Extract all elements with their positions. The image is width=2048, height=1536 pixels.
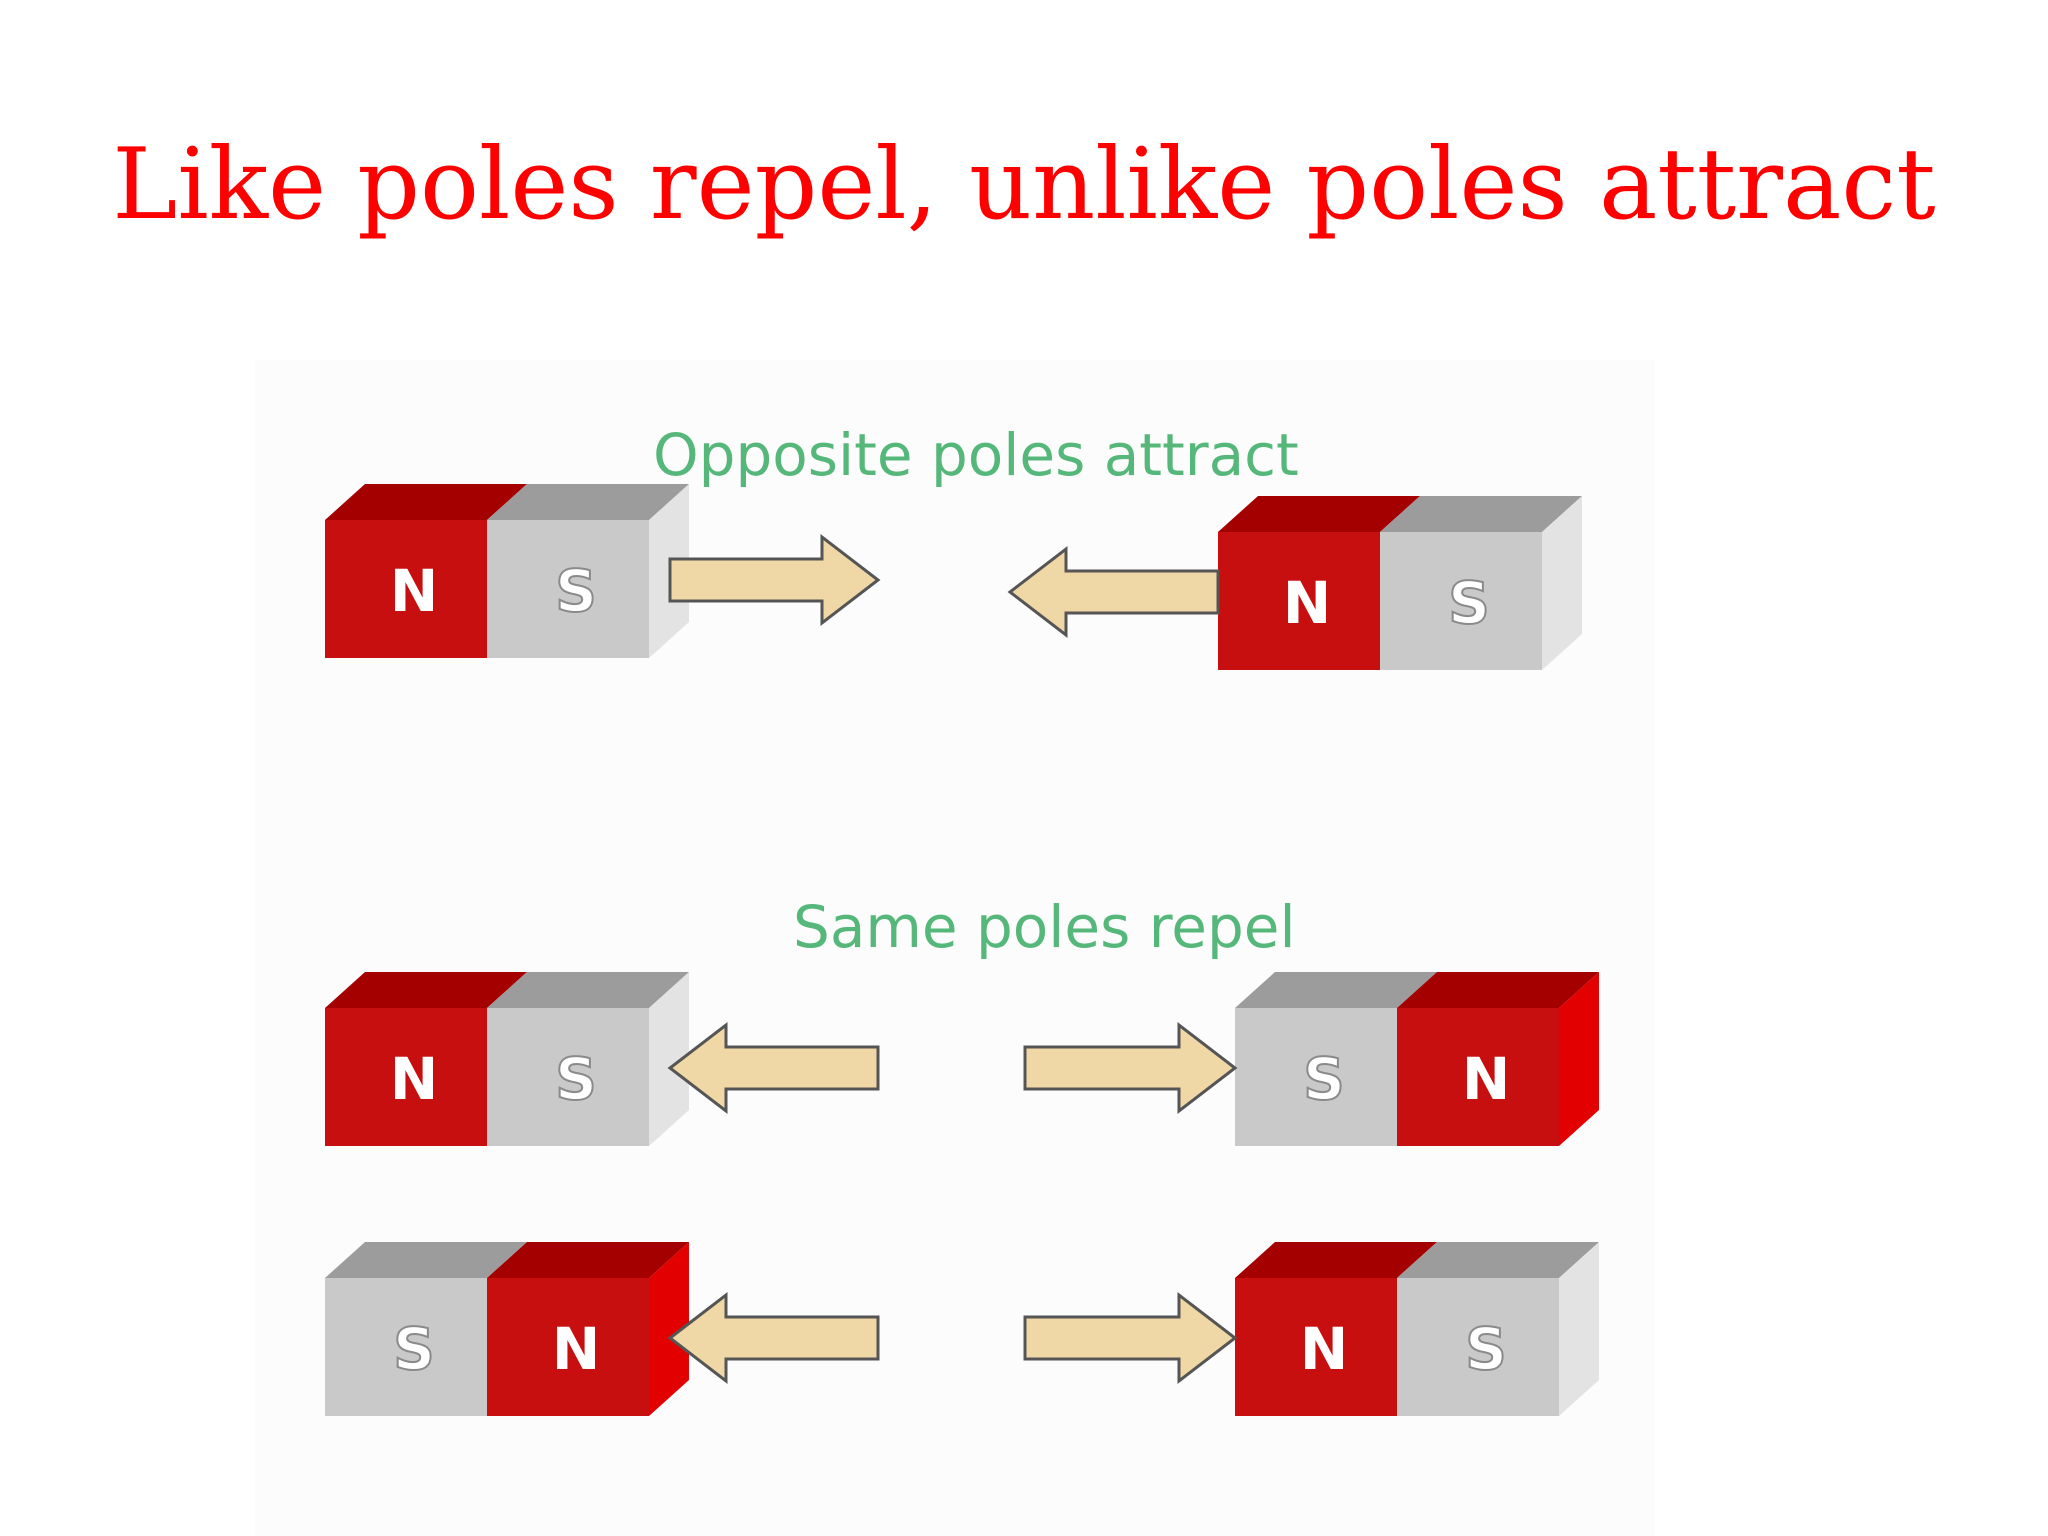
south-pole-face [487,520,649,658]
north-pole-top-face [325,972,527,1008]
north-pole-top-face [325,484,527,520]
south-pole-label: S [393,1315,435,1383]
heading-same-poles-repel: Same poles repel [793,893,1296,961]
south-pole-top-face [1397,1242,1599,1278]
force-arrow-right-1-0b [1023,1021,1238,1115]
magnet-side-face [649,972,689,1146]
south-pole-label: S [1465,1315,1507,1383]
north-pole-label: N [1462,1045,1511,1113]
north-pole-label: N [390,1045,439,1113]
north-pole-label: N [390,557,439,625]
force-arrow-right-1-1b [1023,1291,1238,1385]
heading-opposite-poles-attract: Opposite poles attract [653,421,1299,489]
south-pole-top-face [487,484,689,520]
north-pole-top-face [1218,496,1420,532]
south-pole-face [1380,532,1542,670]
south-pole-label: S [555,557,597,625]
north-pole-top-face [1397,972,1599,1008]
north-pole-label: N [1283,569,1332,637]
force-arrow-left-1-1 [667,1291,880,1385]
north-pole-top-face [1235,1242,1437,1278]
south-pole-face [325,1278,487,1416]
south-pole-face [487,1008,649,1146]
magnet-side-face [1559,1242,1599,1416]
south-pole-top-face [487,972,689,1008]
force-arrow-left-0-0b [1007,545,1220,639]
south-pole-face [1397,1278,1559,1416]
north-pole-top-face [487,1242,689,1278]
north-pole-label: N [1300,1315,1349,1383]
magnet-side-face [1542,496,1582,670]
north-pole-face [487,1278,649,1416]
north-pole-label: N [552,1315,601,1383]
north-pole-face [1218,532,1380,670]
south-pole-label: S [1448,569,1490,637]
magnet-side-face [1559,972,1599,1146]
page-title: Like poles repel, unlike poles attract [112,128,1936,242]
magnet-side-face [649,1242,689,1416]
force-arrow-right-0-0 [668,533,881,627]
south-pole-top-face [1380,496,1582,532]
north-pole-face [325,1008,487,1146]
south-pole-face [1235,1008,1397,1146]
north-pole-face [1397,1008,1559,1146]
south-pole-top-face [325,1242,527,1278]
force-arrow-left-1-0 [667,1021,880,1115]
north-pole-face [1235,1278,1397,1416]
south-pole-top-face [1235,972,1437,1008]
north-pole-face [325,520,487,658]
south-pole-label: S [1303,1045,1345,1113]
south-pole-label: S [555,1045,597,1113]
